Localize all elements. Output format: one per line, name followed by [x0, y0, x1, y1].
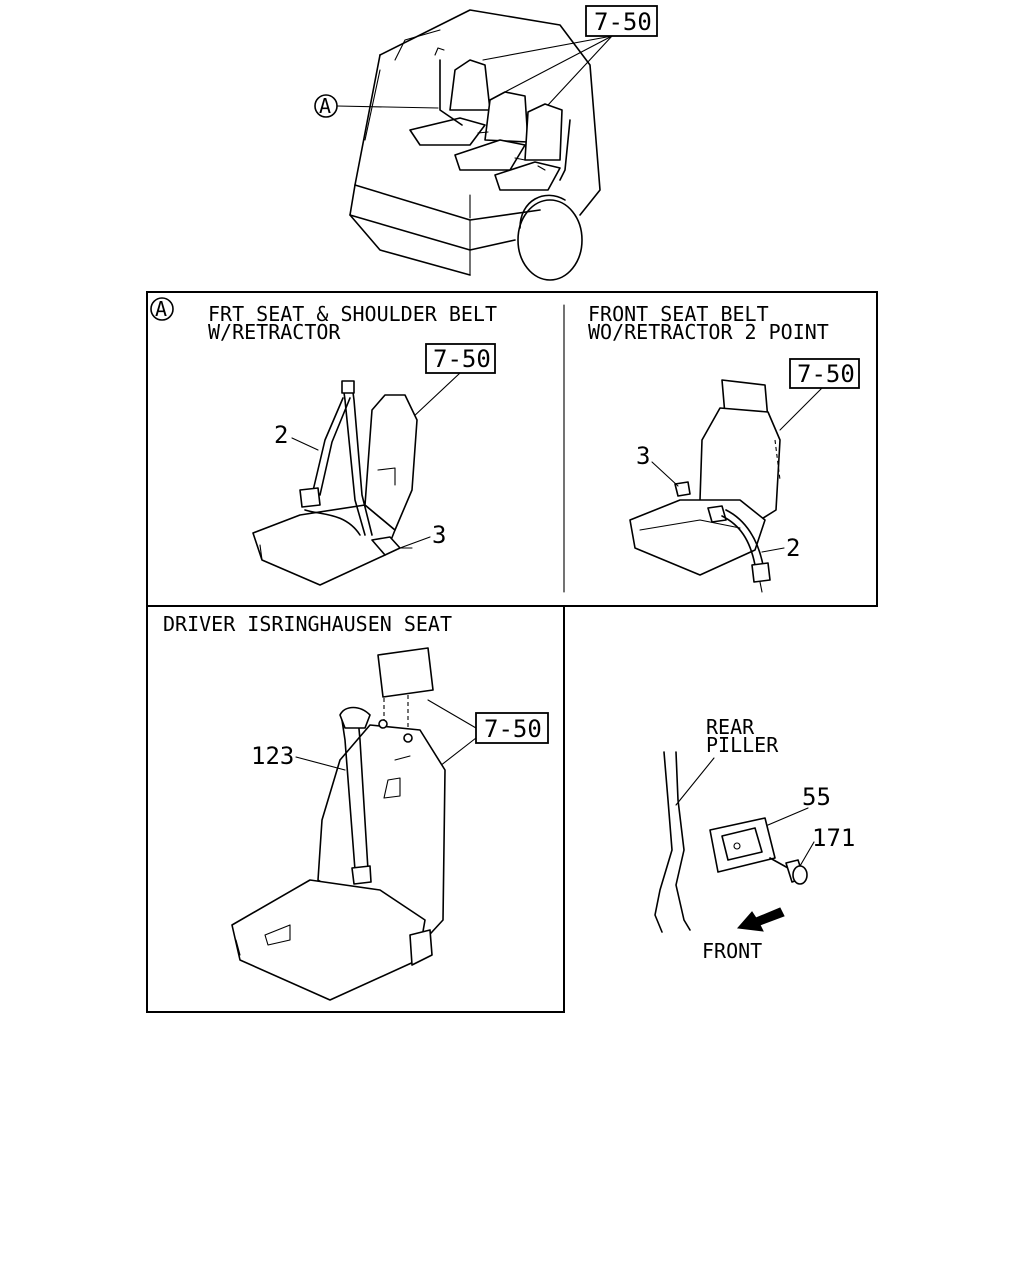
callout-leader-overview: [336, 105, 439, 109]
ref-leader-panel-a-left: [411, 372, 461, 419]
part-leader-171: [799, 841, 815, 867]
part-number-123: 123: [251, 742, 294, 770]
rear-pillar-leader: [675, 757, 715, 806]
part-leader-3-panel-a-left: [399, 536, 431, 549]
rear-pillar-label-line2: PILLER: [706, 733, 779, 757]
ref-leader-panel-driver: [427, 699, 477, 767]
callout-letter-panel-a: A: [155, 297, 167, 321]
part-leader-2-panel-a-left: [291, 437, 319, 451]
ref-box-overview: [585, 5, 658, 37]
part-number-55: 55: [802, 783, 831, 811]
panel-a-right-title-line2: WO/RETRACTOR 2 POINT: [588, 320, 829, 344]
seat-illustration-two-point: [629, 379, 781, 593]
seat-illustration-retractor: [252, 380, 418, 586]
part-number-171: 171: [812, 824, 855, 852]
part-leader-123: [295, 756, 346, 771]
ref-box-panel-a-right: [789, 358, 860, 389]
callout-circle-panel-a: [150, 297, 174, 321]
panel-driver-title: DRIVER ISRINGHAUSEN SEAT: [163, 612, 452, 636]
ref-label-panel-a-right: 7-50: [797, 360, 855, 388]
part-number-3-panel-a-left: 3: [432, 521, 446, 549]
ref-leader-panel-a-right: [779, 387, 823, 431]
part-leader-2-panel-a-right: [761, 547, 785, 553]
part-leader-3-panel-a-right: [651, 461, 679, 487]
part-number-3-panel-a-right: 3: [636, 442, 650, 470]
front-direction-label: FRONT: [702, 939, 762, 963]
seat-illustration-driver: [231, 647, 446, 1001]
ref-leader-overview: [482, 35, 613, 106]
panel-frame-top: [146, 291, 878, 607]
ref-label-overview: 7-50: [594, 8, 652, 36]
part-number-2-panel-a-right: 2: [786, 534, 800, 562]
panel-a-left-title-line2: W/RETRACTOR: [208, 320, 341, 344]
rear-pillar-illustration: [654, 751, 808, 933]
callout-letter-overview: A: [319, 94, 331, 118]
part-leader-55: [767, 807, 809, 826]
panel-frame-driver: [146, 605, 565, 1013]
ref-label-panel-a-left: 7-50: [433, 345, 491, 373]
ref-label-panel-driver: 7-50: [484, 715, 542, 743]
rear-pillar-label-line1: REAR: [706, 715, 755, 739]
panel-a-right-title-line1: FRONT SEAT BELT: [588, 302, 769, 326]
panel-a-left-title-line1: FRT SEAT & SHOULDER BELT: [208, 302, 497, 326]
ref-box-panel-driver: [475, 712, 549, 744]
part-number-2-panel-a-left: 2: [274, 421, 288, 449]
cab-overview-illustration: [349, 9, 601, 281]
